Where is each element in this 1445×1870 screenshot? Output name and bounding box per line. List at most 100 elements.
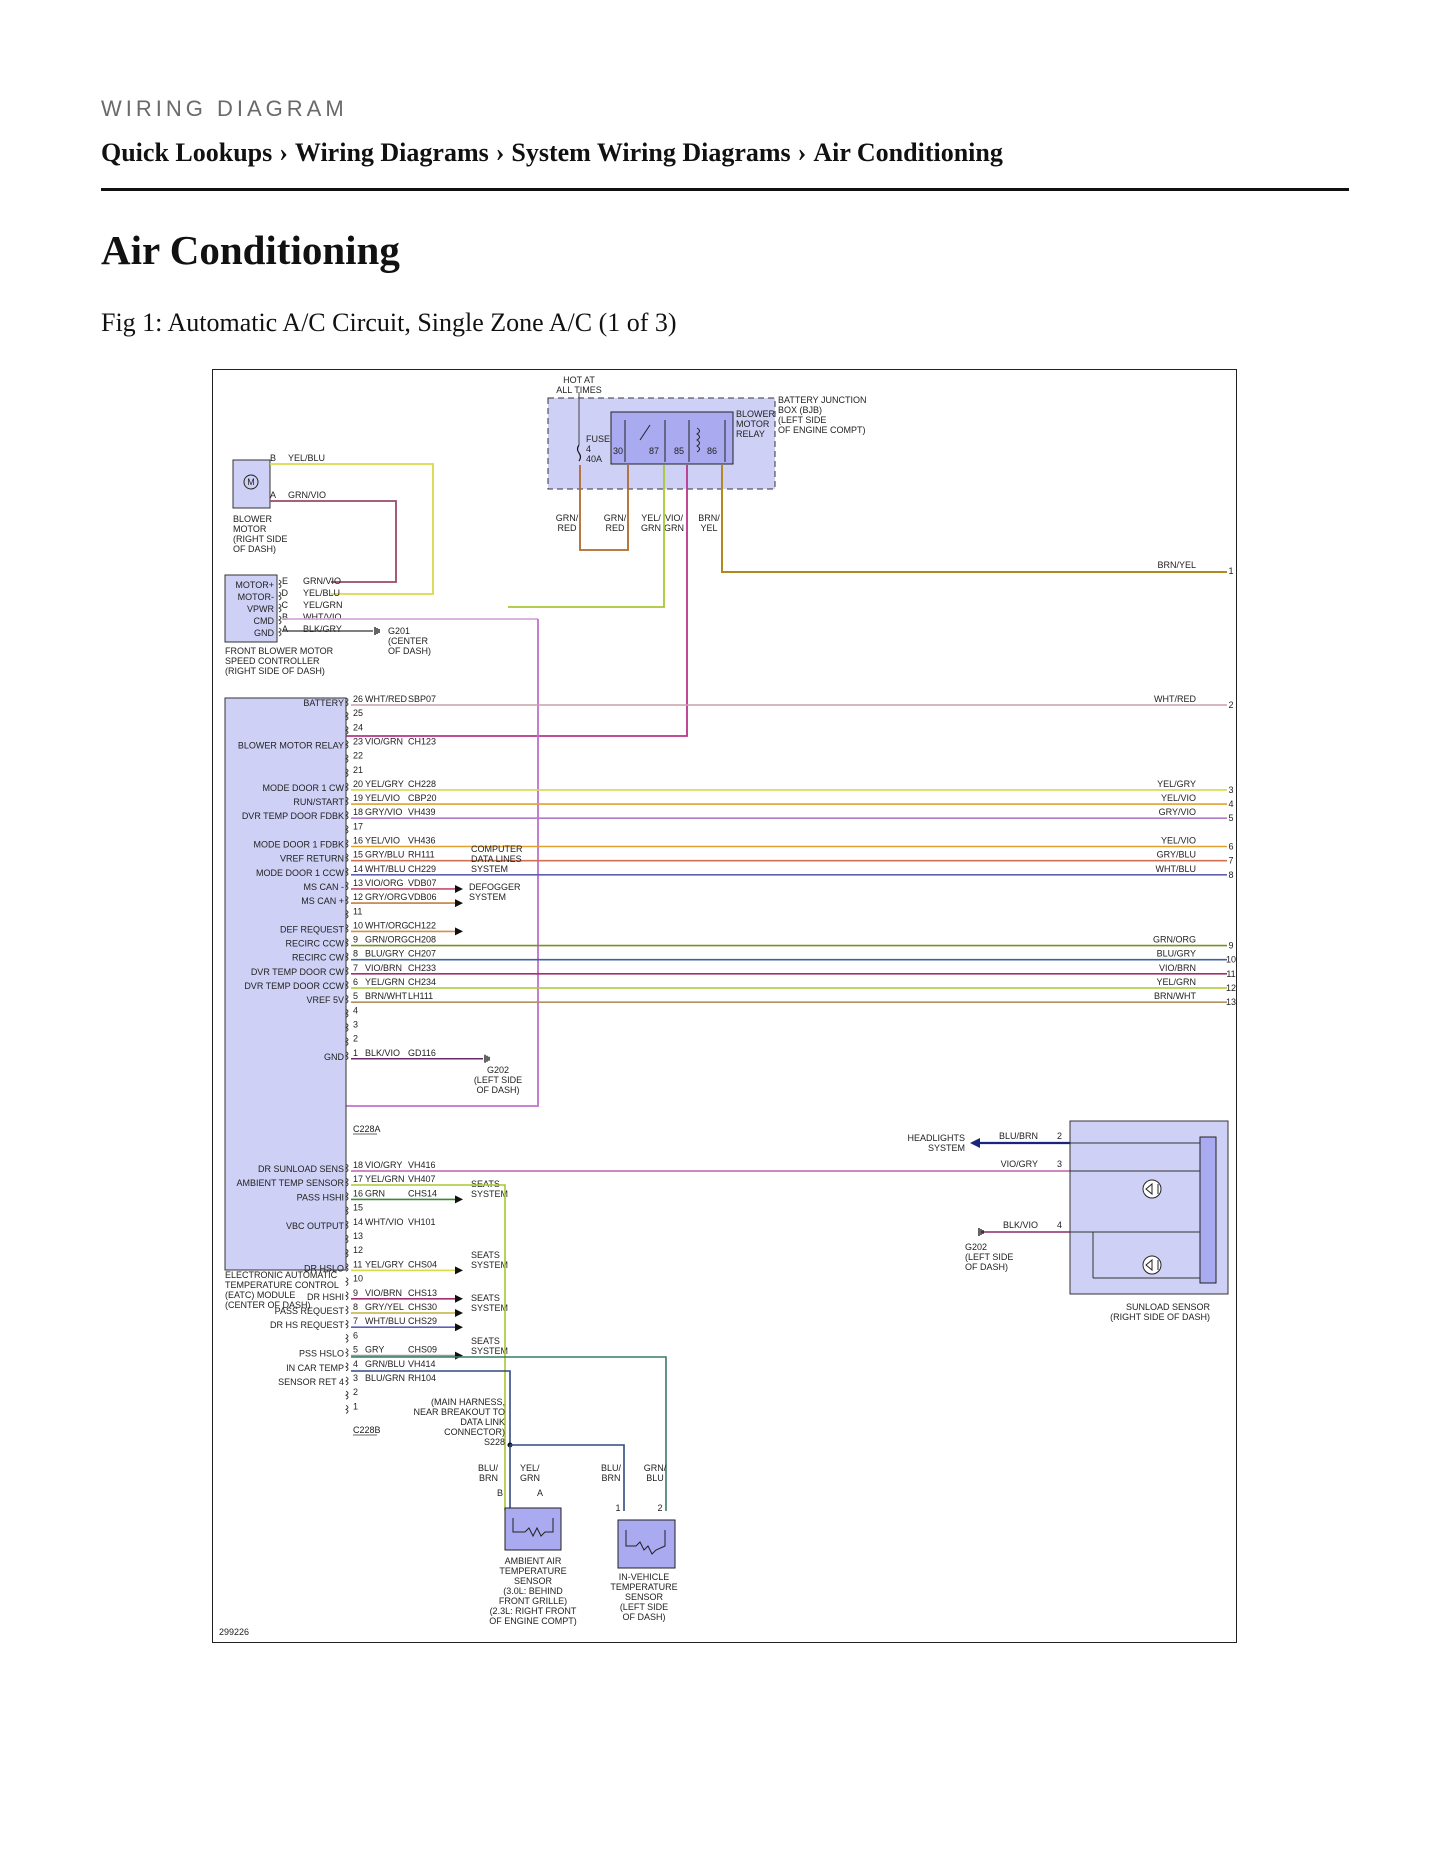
- connector-pin-icon: [344, 1305, 349, 1315]
- connector-pin-icon: [344, 740, 349, 749]
- seats-arrow-icon: [455, 1323, 463, 1332]
- connector-pin-icon: [344, 1319, 349, 1329]
- eatc-pin-number: 8: [353, 949, 358, 959]
- eatc-pin-name: IN CAR TEMP: [286, 1363, 344, 1373]
- blower-pin-label: A: [270, 490, 276, 500]
- eatc-module-label: (CENTER OF DASH): [225, 1300, 311, 1310]
- figure-id-label: 299226: [219, 1627, 249, 1637]
- computer-system-label: DATA LINES: [471, 854, 522, 864]
- g201-ground-icon: [374, 627, 380, 635]
- seats-system-label: SYSTEM: [471, 1260, 508, 1270]
- eatc-pin-name: PASS REQUEST: [275, 1306, 345, 1316]
- eatc-wire-label: YEL/GRY: [365, 1259, 404, 1269]
- bjb-wire-label: GRN: [641, 523, 661, 533]
- right-ref-number: 8: [1228, 870, 1233, 880]
- eatc-circuit-label: CH123: [408, 736, 436, 746]
- eatc-circuit-label: CH234: [408, 977, 436, 987]
- fbmsc-wire-label: BLK/GRY: [303, 624, 342, 634]
- right-ref-number: 2: [1228, 700, 1233, 710]
- in-vehicle-sensor-label: TEMPERATURE: [610, 1582, 677, 1592]
- eatc-circuit-label: CH229: [408, 864, 436, 874]
- blower-motor-relay-label: RELAY: [736, 429, 765, 439]
- connector-pin-icon: [344, 1291, 349, 1301]
- header-divider: [101, 188, 1349, 191]
- eatc-wire-label: GRY/ORG: [365, 892, 407, 902]
- eatc-wire-label: WHT/ORG: [365, 920, 409, 930]
- blower-motor-label: BLOWER: [233, 514, 273, 524]
- sunload-sensor-label: SUNLOAD SENSOR: [1126, 1302, 1211, 1312]
- breadcrumb-quick-lookups[interactable]: Quick Lookups: [101, 138, 273, 167]
- connector-pin-icon: [344, 938, 349, 947]
- wire-yel-grn-ambient: [351, 1184, 506, 1511]
- breadcrumb-separator: ›: [279, 138, 288, 167]
- connector-pin-icon: [277, 591, 282, 601]
- connector-pin-icon: [277, 627, 282, 637]
- eatc-pin-name: DR HS REQUEST: [270, 1320, 345, 1330]
- eatc-pin-name: VREF RETURN: [280, 854, 344, 864]
- connector-label: C228B: [353, 1425, 381, 1435]
- wire-brn-yel: [721, 465, 1227, 573]
- connector-pin-icon: [344, 966, 349, 976]
- connector-pin-icon: [344, 1037, 349, 1047]
- connector-pin-icon: [344, 980, 349, 990]
- relay-pin-label: 87: [649, 446, 659, 456]
- eatc-circuit-label: LH111: [408, 991, 433, 1001]
- photodiode-symbol: [1145, 1258, 1159, 1272]
- eatc-pin-number: 15: [353, 1203, 363, 1213]
- right-wire-label: YEL/VIO: [1161, 793, 1196, 803]
- breadcrumb-system-wiring-diagrams[interactable]: System Wiring Diagrams: [511, 138, 791, 167]
- fbmsc-label: (RIGHT SIDE OF DASH): [225, 666, 325, 676]
- eatc-pin-number: 7: [353, 1316, 358, 1326]
- right-wire-label: YEL/GRN: [1156, 977, 1196, 987]
- right-ref-number: 9: [1228, 941, 1233, 951]
- splice-s228-label: (MAIN HARNESS,: [431, 1397, 505, 1407]
- bjb-label: OF ENGINE COMPT): [778, 425, 866, 435]
- splice-s228-label: S228: [484, 1437, 505, 1447]
- eatc-module-label: TEMPERATURE CONTROL: [225, 1280, 339, 1290]
- seats-system-label: SEATS: [471, 1336, 500, 1346]
- fbmsc-wire-label: GRN/VIO: [303, 576, 341, 586]
- fbmsc-pin-name: GND: [254, 628, 275, 638]
- eatc-wire-label: GRY/BLU: [365, 850, 404, 860]
- invehicle-wire-label: BLU/: [601, 1463, 622, 1473]
- fbmsc-label: SPEED CONTROLLER: [225, 656, 320, 666]
- g202-sunload-label: G202: [965, 1242, 987, 1252]
- breadcrumb-wiring-diagrams[interactable]: Wiring Diagrams: [294, 138, 489, 167]
- relay-coil-icon: [696, 427, 700, 453]
- g202-label: OF DASH): [476, 1085, 519, 1095]
- breadcrumb-separator: ›: [797, 138, 807, 167]
- breadcrumb-air-conditioning[interactable]: Air Conditioning: [813, 138, 1003, 167]
- eatc-pin-number: 20: [353, 779, 363, 789]
- eatc-pin-name: DR HSHI: [307, 1292, 344, 1302]
- ambient-sensor-label: TEMPERATURE: [499, 1566, 566, 1576]
- connector-pin-icon: [344, 1248, 349, 1258]
- eatc-pin-name: MODE DOOR 1 CW: [262, 783, 344, 793]
- eatc-pin-number: 18: [353, 1160, 363, 1170]
- right-ref-number: 1: [1228, 566, 1233, 576]
- eatc-pin-name: MS CAN -: [304, 882, 345, 892]
- headlights-system-label: HEADLIGHTS: [907, 1133, 965, 1143]
- ambient-sensor-label: FRONT GRILLE): [499, 1596, 567, 1606]
- right-ref-number: 7: [1228, 856, 1233, 866]
- motor-icon: [243, 474, 259, 490]
- splice-s228-label: DATA LINK: [460, 1417, 505, 1427]
- in-vehicle-sensor-label: IN-VEHICLE: [619, 1572, 670, 1582]
- invehicle-wire-label: BLU: [646, 1473, 664, 1483]
- eatc-module: [224, 697, 347, 1271]
- eatc-circuit-label: RH104: [408, 1373, 436, 1383]
- eatc-pin-number: 2: [353, 1387, 358, 1397]
- headlights-arrow-icon: [970, 1138, 980, 1148]
- splice-s228-label: NEAR BREAKOUT TO: [413, 1407, 505, 1417]
- hot-at-all-times-label: ALL TIMES: [556, 385, 602, 395]
- bjb-wire-label: YEL/: [641, 513, 661, 523]
- connector-pin-icon: [344, 1220, 349, 1230]
- g201-label: G201: [388, 626, 410, 636]
- fbmsc-pin-name: MOTOR+: [235, 580, 274, 590]
- wire-vio-grn-relay: [331, 465, 688, 737]
- blower-motor-label: OF DASH): [233, 544, 276, 554]
- connector-pin-icon: [277, 615, 282, 625]
- bjb-wire-label: BRN/: [698, 513, 720, 523]
- right-wire-label: GRY/VIO: [1159, 807, 1196, 817]
- sunload-wire-label: BLU/BRN: [999, 1131, 1038, 1141]
